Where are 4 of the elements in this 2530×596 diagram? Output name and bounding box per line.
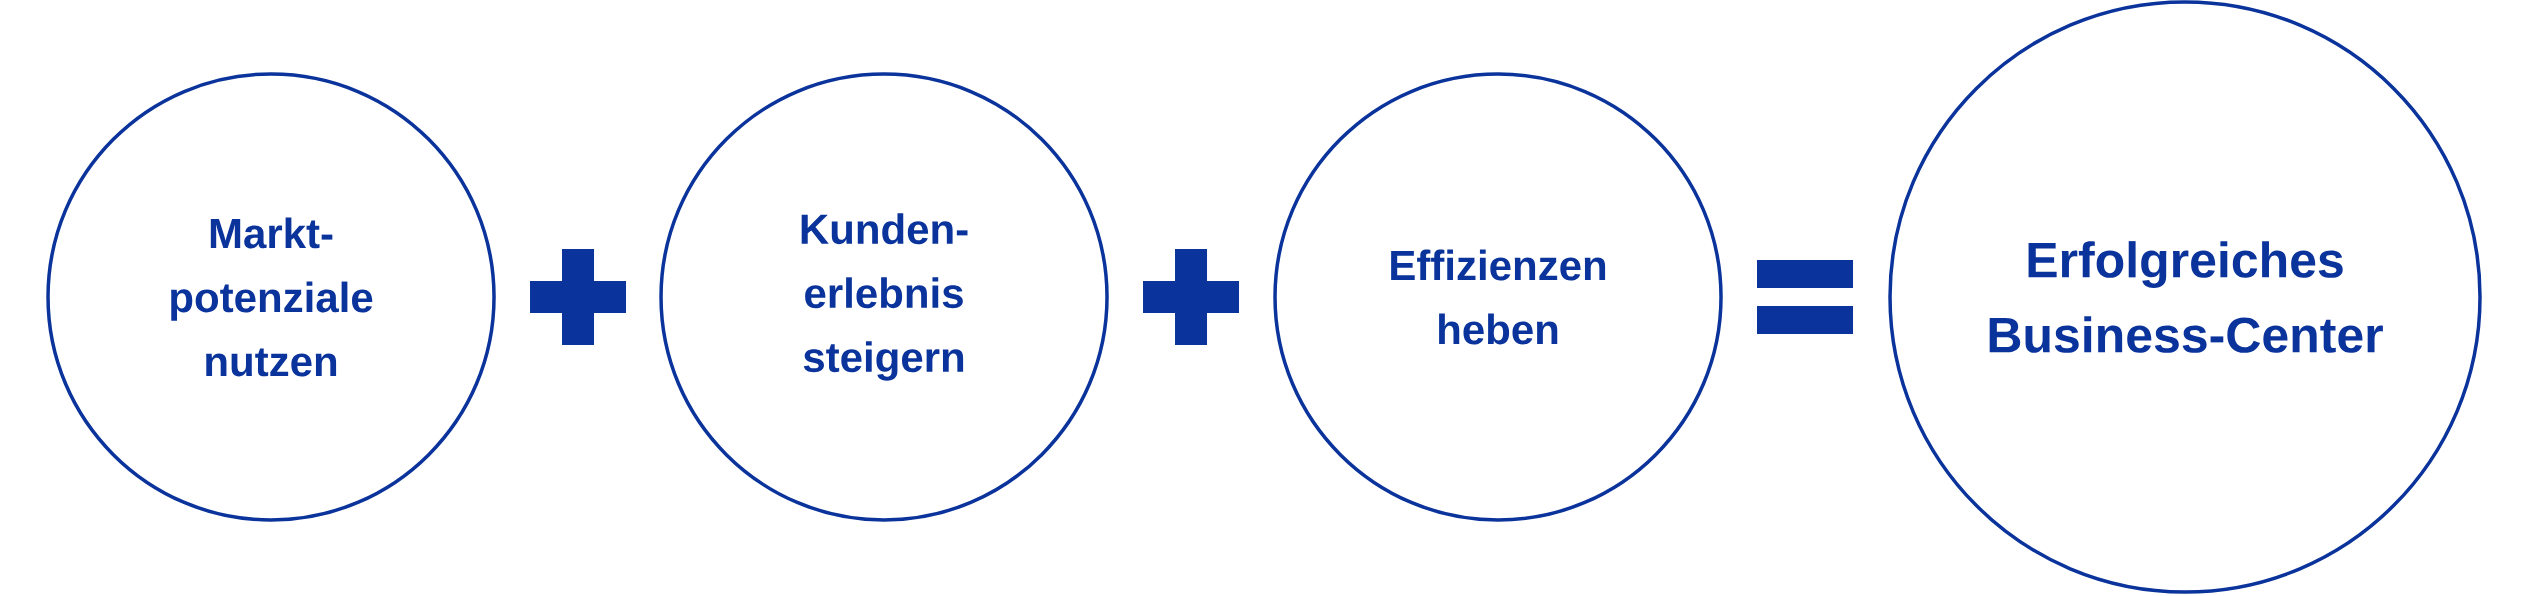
circle-node: Erfolgreiches Business-Center xyxy=(1888,0,2482,594)
circle-node: Kunden-erlebnis steigern xyxy=(659,72,1109,522)
circle-node: Markt-potenziale nutzen xyxy=(46,72,496,522)
circle-node: Effizienzen heben xyxy=(1273,72,1723,522)
